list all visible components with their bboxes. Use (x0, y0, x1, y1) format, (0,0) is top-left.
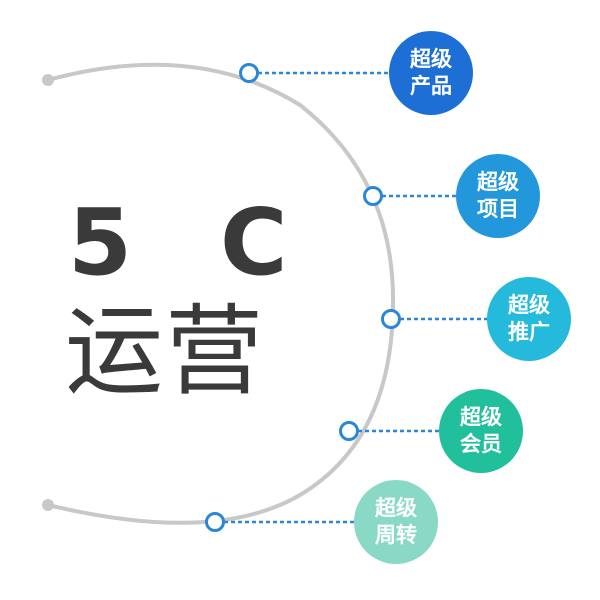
arc-end-dot-bottom (42, 499, 54, 511)
badge-line-2: 会员 (460, 432, 502, 456)
arc-curve (47, 62, 396, 525)
title-operation: 运营 (64, 295, 265, 409)
node-circle-2 (363, 186, 383, 206)
badge-super-turnover: 超级 周转 (354, 480, 438, 564)
badge-line-1: 超级 (460, 405, 502, 429)
node-circle-3 (381, 309, 401, 329)
badge-super-project: 超级 项目 (456, 154, 540, 238)
title-5c: 5 C (68, 189, 316, 296)
badge-line-1: 超级 (508, 293, 550, 317)
badge-line-1: 超级 (410, 47, 452, 71)
badge-line-2: 产品 (410, 74, 452, 98)
badge-line-1: 超级 (375, 496, 417, 520)
node-circle-4 (339, 421, 359, 441)
node-circle-1 (239, 63, 259, 83)
badge-super-member: 超级 会员 (439, 389, 523, 473)
node-circle-5 (205, 512, 225, 532)
arc-end-dot-top (42, 74, 54, 86)
badge-line-2: 项目 (477, 197, 519, 221)
badge-line-2: 推广 (508, 320, 550, 344)
badge-super-promotion: 超级 推广 (487, 277, 571, 361)
badge-line-1: 超级 (477, 170, 519, 194)
badge-line-2: 周转 (375, 523, 417, 547)
badge-super-product: 超级 产品 (389, 31, 473, 115)
